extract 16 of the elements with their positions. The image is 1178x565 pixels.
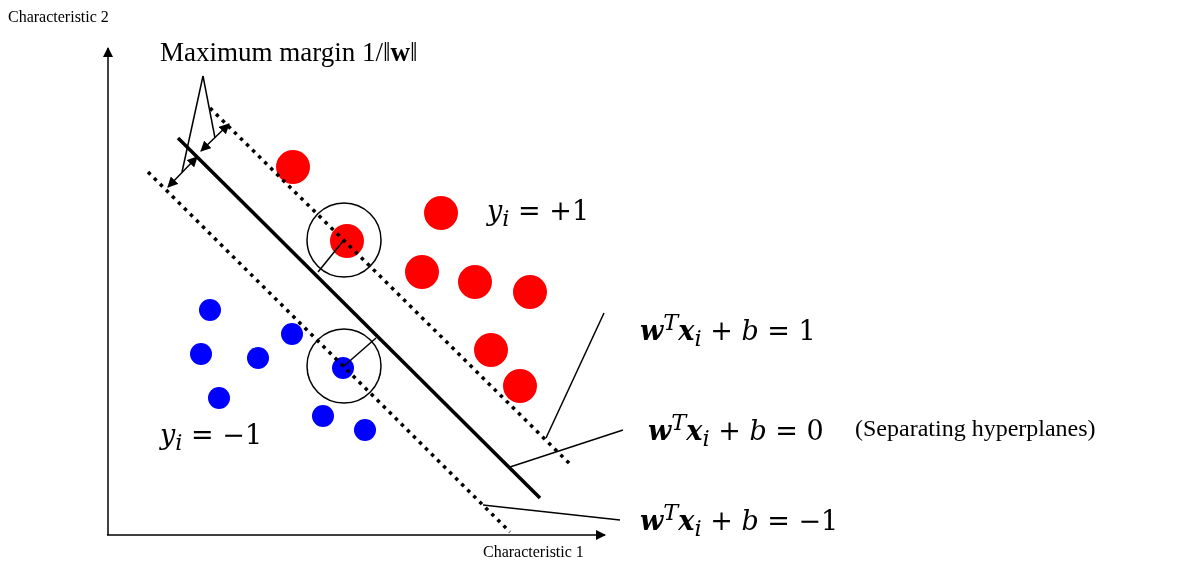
- annotation-text: Maximum margin 1/‖w‖: [160, 38, 418, 68]
- leader-line: [202, 75, 216, 139]
- axis-label: Characteristic 2: [8, 8, 109, 26]
- hyperplane-line: [176, 136, 542, 500]
- dimension-arrow: [200, 123, 230, 152]
- equation-label: w$^{T}$x$_{i}$ + b = −1: [640, 500, 839, 542]
- caption-text: (Separating hyperplanes): [855, 415, 1096, 442]
- class-label: y$_{i}$ = +1: [487, 196, 590, 232]
- dimension-arrow: [167, 156, 198, 188]
- equation-label: w$^{T}$x$_{i}$ + b = 1: [640, 310, 816, 352]
- leader-line: [482, 504, 621, 521]
- leader-line: [509, 429, 624, 468]
- equation-label: w$^{T}$x$_{i}$ + b = 0: [648, 410, 824, 452]
- class-label: y$_{i}$ = −1: [160, 420, 263, 456]
- leader-line: [545, 312, 605, 439]
- axis-label: Characteristic 1: [483, 543, 584, 561]
